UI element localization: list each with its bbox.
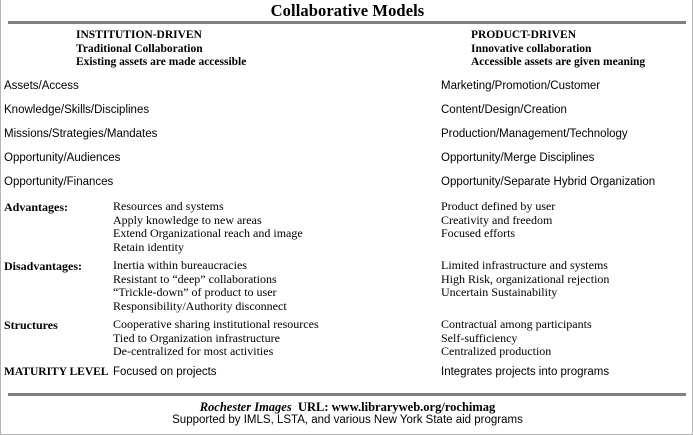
column-header-product-driven: PRODUCT-DRIVEN Innovative collaboration … xyxy=(471,29,645,70)
attribute-cell-right: Opportunity/Separate Hybrid Organization xyxy=(441,176,656,188)
group-item: Contractual among participants xyxy=(441,317,592,331)
column-header-institution-driven: INSTITUTION-DRIVEN Traditional Collabora… xyxy=(76,29,246,70)
group-item: Responsibility/Authority disconnect xyxy=(113,298,287,313)
group-item: Inertia within bureaucracies xyxy=(113,258,247,272)
attribute-cell-right: Production/Management/Technology xyxy=(441,128,628,140)
attribute-cell-left: Knowledge/Skills/Disciplines xyxy=(4,104,150,116)
group-label: Structures xyxy=(4,318,58,332)
column-header-subtitle: Traditional Collaboration xyxy=(76,42,203,55)
column-header-subtitle: Innovative collaboration xyxy=(471,42,592,55)
group-item: Extend Organizational reach and image xyxy=(113,226,303,240)
footer-organization: Rochester Images xyxy=(199,400,292,414)
footer-url: URL: www.libraryweb.org/rochimag xyxy=(297,400,496,414)
maturity-level-row: MATURITY LEVEL Focused on projects Integ… xyxy=(1,366,693,384)
footer-divider-rule xyxy=(8,393,686,396)
column-header-tagline: Existing assets are made accessible xyxy=(76,56,247,68)
attribute-row: Opportunity/Audiences Opportunity/Merge … xyxy=(1,152,693,176)
footer-support-text: Supported by IMLS, LSTA, and various New… xyxy=(172,414,523,426)
group-item: Uncertain Sustainability xyxy=(441,285,558,299)
group-item: Retain identity xyxy=(113,239,184,254)
group-label: Disadvantages: xyxy=(4,259,83,273)
maturity-level-left: Focused on projects xyxy=(113,366,217,378)
group-item: Tied to Organization infrastructure xyxy=(113,330,280,345)
group-label: Advantages: xyxy=(4,200,69,214)
attribute-cell-left: Missions/Strategies/Mandates xyxy=(4,128,158,140)
attribute-row: Knowledge/Skills/Disciplines Content/Des… xyxy=(1,104,693,128)
column-header-kicker: PRODUCT-DRIVEN xyxy=(471,29,576,41)
group-item: Resources and systems xyxy=(113,199,224,213)
attribute-row: Opportunity/Finances Opportunity/Separat… xyxy=(1,176,693,200)
attribute-cell-right: Content/Design/Creation xyxy=(441,104,567,116)
attribute-cell-left: Opportunity/Audiences xyxy=(4,152,121,164)
group-item: Limited infrastructure and systems xyxy=(441,258,608,272)
group-item: Resistant to “deep” collaborations xyxy=(113,271,277,286)
group-item: High Risk, organizational rejection xyxy=(441,271,610,286)
attribute-cell-left: Assets/Access xyxy=(4,80,79,92)
maturity-level-label: MATURITY LEVEL xyxy=(4,366,109,378)
maturity-level-right: Integrates projects into programs xyxy=(441,366,610,378)
group-item: “Trickle-down” of product to user xyxy=(113,285,277,299)
group-items-left: Cooperative sharing institutional resour… xyxy=(113,317,319,359)
attribute-cell-right: Marketing/Promotion/Customer xyxy=(441,80,601,92)
attribute-row: Missions/Strategies/Mandates Production/… xyxy=(1,128,693,152)
group-item: Self-sufficiency xyxy=(441,330,518,345)
attribute-row: Assets/Access Marketing/Promotion/Custom… xyxy=(1,80,693,104)
attribute-cell-right: Opportunity/Merge Disciplines xyxy=(441,152,595,164)
footer-attribution: Rochester Images URL: www.libraryweb.org… xyxy=(1,400,693,415)
group-item: Focused efforts xyxy=(441,226,516,240)
group-item: Product defined by user xyxy=(441,199,556,213)
column-header-tagline: Accessible assets are given meaning xyxy=(471,56,646,68)
group-item: Apply knowledge to new areas xyxy=(113,212,262,227)
column-header-kicker: INSTITUTION-DRIVEN xyxy=(76,29,202,41)
attribute-cell-left: Opportunity/Finances xyxy=(4,176,114,188)
group-item: Creativity and freedom xyxy=(441,212,553,227)
group-item: De-centralized for most activities xyxy=(113,344,274,358)
page-title: Collaborative Models xyxy=(270,1,425,20)
group-item: Centralized production xyxy=(441,344,552,358)
group-item: Cooperative sharing institutional resour… xyxy=(113,317,319,331)
header-divider-rule xyxy=(8,21,686,24)
